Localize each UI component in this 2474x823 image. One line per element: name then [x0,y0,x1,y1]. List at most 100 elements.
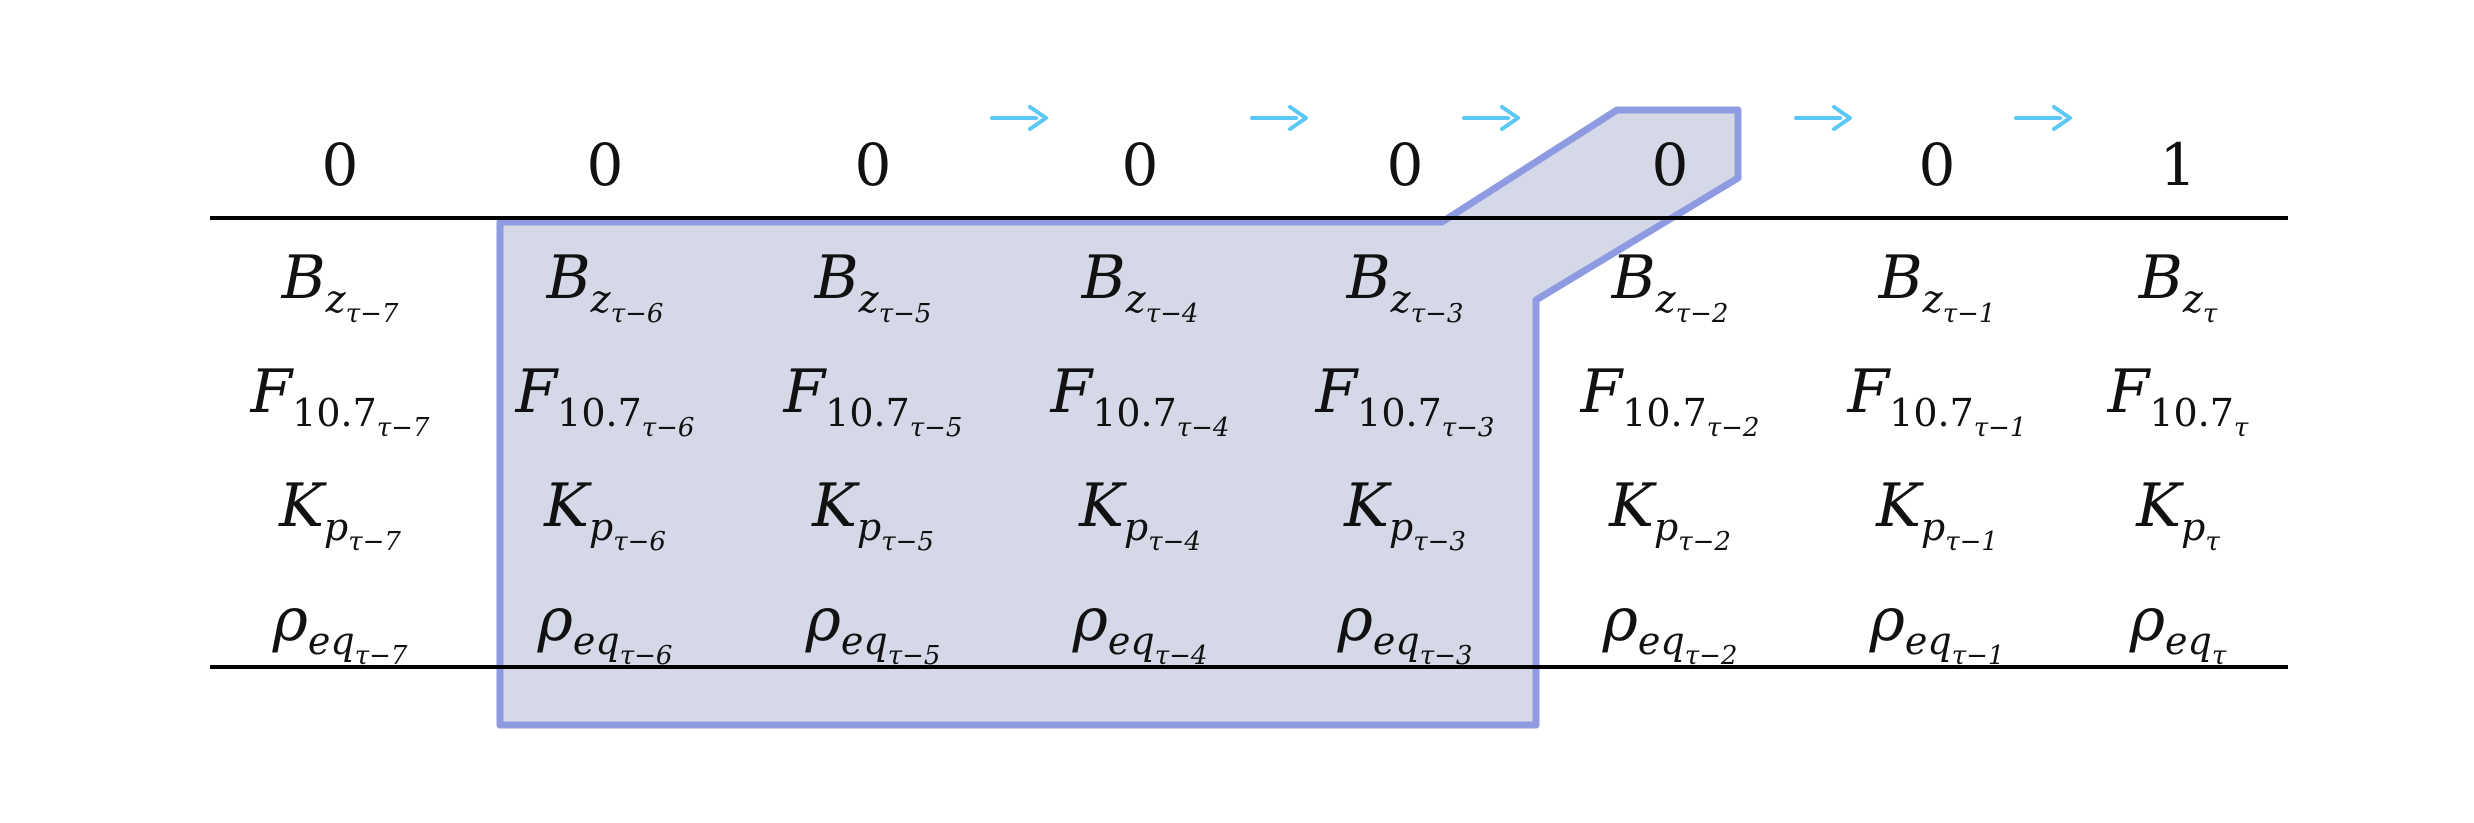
cell-symbol: F [515,357,560,427]
header-cell: 0 [1387,131,1424,199]
cell-symbol: ρ [2129,585,2165,655]
cell-subscript: 10.7 [1092,391,1177,435]
cell-symbol: ρ [805,585,841,655]
table-cell: F10.7τ−1 [1847,357,2027,443]
table-body: Bzτ−7Bzτ−6Bzτ−5Bzτ−4Bzτ−3Bzτ−2Bzτ−1BzτF1… [250,243,2249,671]
cell-symbol: K [543,471,592,541]
cell-time-index: τ−1 [1945,527,1998,557]
cell-symbol: B [814,243,859,313]
right-arrow-head [1288,105,1308,131]
cell-subscript: eq [1373,619,1420,663]
cell-time-index: τ−6 [642,413,695,443]
cell-time-index: τ−3 [1411,299,1464,329]
cell-subscript: p [1124,505,1148,549]
cell-subscript: eq [1108,619,1155,663]
right-arrow-icon [1794,105,1852,131]
cell-time-index: τ−3 [1413,527,1466,557]
cell-time-index: τ−6 [620,641,673,671]
header-cell: 0 [1122,131,1159,199]
table-cell: Bzτ−7 [281,243,399,329]
cell-subscript: p [1654,505,1678,549]
table-cell: Kpτ−5 [811,471,934,557]
cell-time-index: τ−2 [1678,527,1731,557]
cell-symbol: B [2138,243,2183,313]
cell-time-index: τ−1 [1943,299,1996,329]
cell-symbol: ρ [1602,585,1638,655]
cell-subscript: p [1921,505,1945,549]
cell-symbol: F [1315,357,1360,427]
cell-time-index: τ−7 [346,299,399,329]
cell-subscript: p [1389,505,1413,549]
cell-subscript: 10.7 [1889,391,1974,435]
cell-time-index: τ−1 [1952,641,2005,671]
cell-time-index: τ−4 [1177,413,1230,443]
table-cell: Kpτ−6 [543,471,666,557]
cell-time-index: τ [2203,299,2218,329]
table-cell: ρeqτ [2129,585,2227,671]
cell-time-index: τ−4 [1146,299,1199,329]
cell-time-index: τ−3 [1420,641,1473,671]
cell-symbol: B [1878,243,1923,313]
cell-time-index: τ−1 [1974,413,2027,443]
cell-subscript: z [1125,277,1147,321]
cell-time-index: τ−4 [1155,641,1208,671]
cell-time-index: τ−7 [355,641,408,671]
cell-subscript: 10.7 [2149,391,2234,435]
cell-time-index: τ [2234,413,2249,443]
cell-time-index: τ−6 [611,299,664,329]
table-cell: ρeqτ−3 [1337,585,1473,671]
table-cell: Kpτ−4 [1078,471,1201,557]
cell-subscript: eq [841,619,888,663]
cell-subscript: eq [1638,619,1685,663]
cell-time-index: τ−5 [881,527,934,557]
table-cell: Kpτ [2135,471,2220,557]
table-cell: ρeqτ−2 [1602,585,1738,671]
cell-symbol: F [1050,357,1095,427]
table-cell: Bzτ−4 [1081,243,1199,329]
cell-subscript: z [2182,277,2204,321]
cell-time-index: τ−4 [1148,527,1201,557]
cell-time-index: τ−2 [1676,299,1729,329]
header-cell: 0 [1919,131,1956,199]
cell-symbol: K [1608,471,1657,541]
cell-subscript: 10.7 [292,391,377,435]
table-cell: Bzτ−1 [1878,243,1996,329]
table-cell: F10.7τ−5 [783,357,963,443]
cell-symbol: K [1875,471,1924,541]
right-arrow-icon [2014,105,2072,131]
table-cell: Bzτ [2138,243,2218,329]
cell-symbol: F [250,357,295,427]
cell-subscript: p [589,505,613,549]
right-arrow-icon [1250,105,1308,131]
cell-symbol: F [1847,357,1892,427]
right-arrow-head [2052,105,2072,131]
table-cell: Kpτ−1 [1875,471,1998,557]
cell-subscript: 10.7 [1357,391,1442,435]
table-cell: Kpτ−7 [278,471,401,557]
cell-subscript: z [325,277,347,321]
cell-subscript: eq [308,619,355,663]
cell-subscript: 10.7 [557,391,642,435]
table-cell: ρeqτ−1 [1869,585,2005,671]
cell-time-index: τ−3 [1442,413,1495,443]
table-cell: ρeqτ−4 [1072,585,1208,671]
cell-time-index: τ−5 [910,413,963,443]
cell-time-index: τ−7 [348,527,401,557]
header-cell: 0 [587,131,624,199]
right-arrow-icon [1462,105,1520,131]
header-cell: 1 [2160,131,2197,199]
cell-subscript: z [1390,277,1412,321]
cell-symbol: ρ [272,585,308,655]
table-cell: Kpτ−2 [1608,471,1731,557]
cell-time-index: τ−5 [888,641,941,671]
table-cell: F10.7τ−4 [1050,357,1230,443]
cell-subscript: eq [2165,619,2212,663]
table-cell: Bzτ−2 [1611,243,1729,329]
cell-symbol: K [2135,471,2184,541]
cell-symbol: B [1081,243,1126,313]
cell-symbol: K [1078,471,1127,541]
cell-subscript: 10.7 [1622,391,1707,435]
cell-subscript: eq [1905,619,1952,663]
right-arrow-icon [990,105,1048,131]
